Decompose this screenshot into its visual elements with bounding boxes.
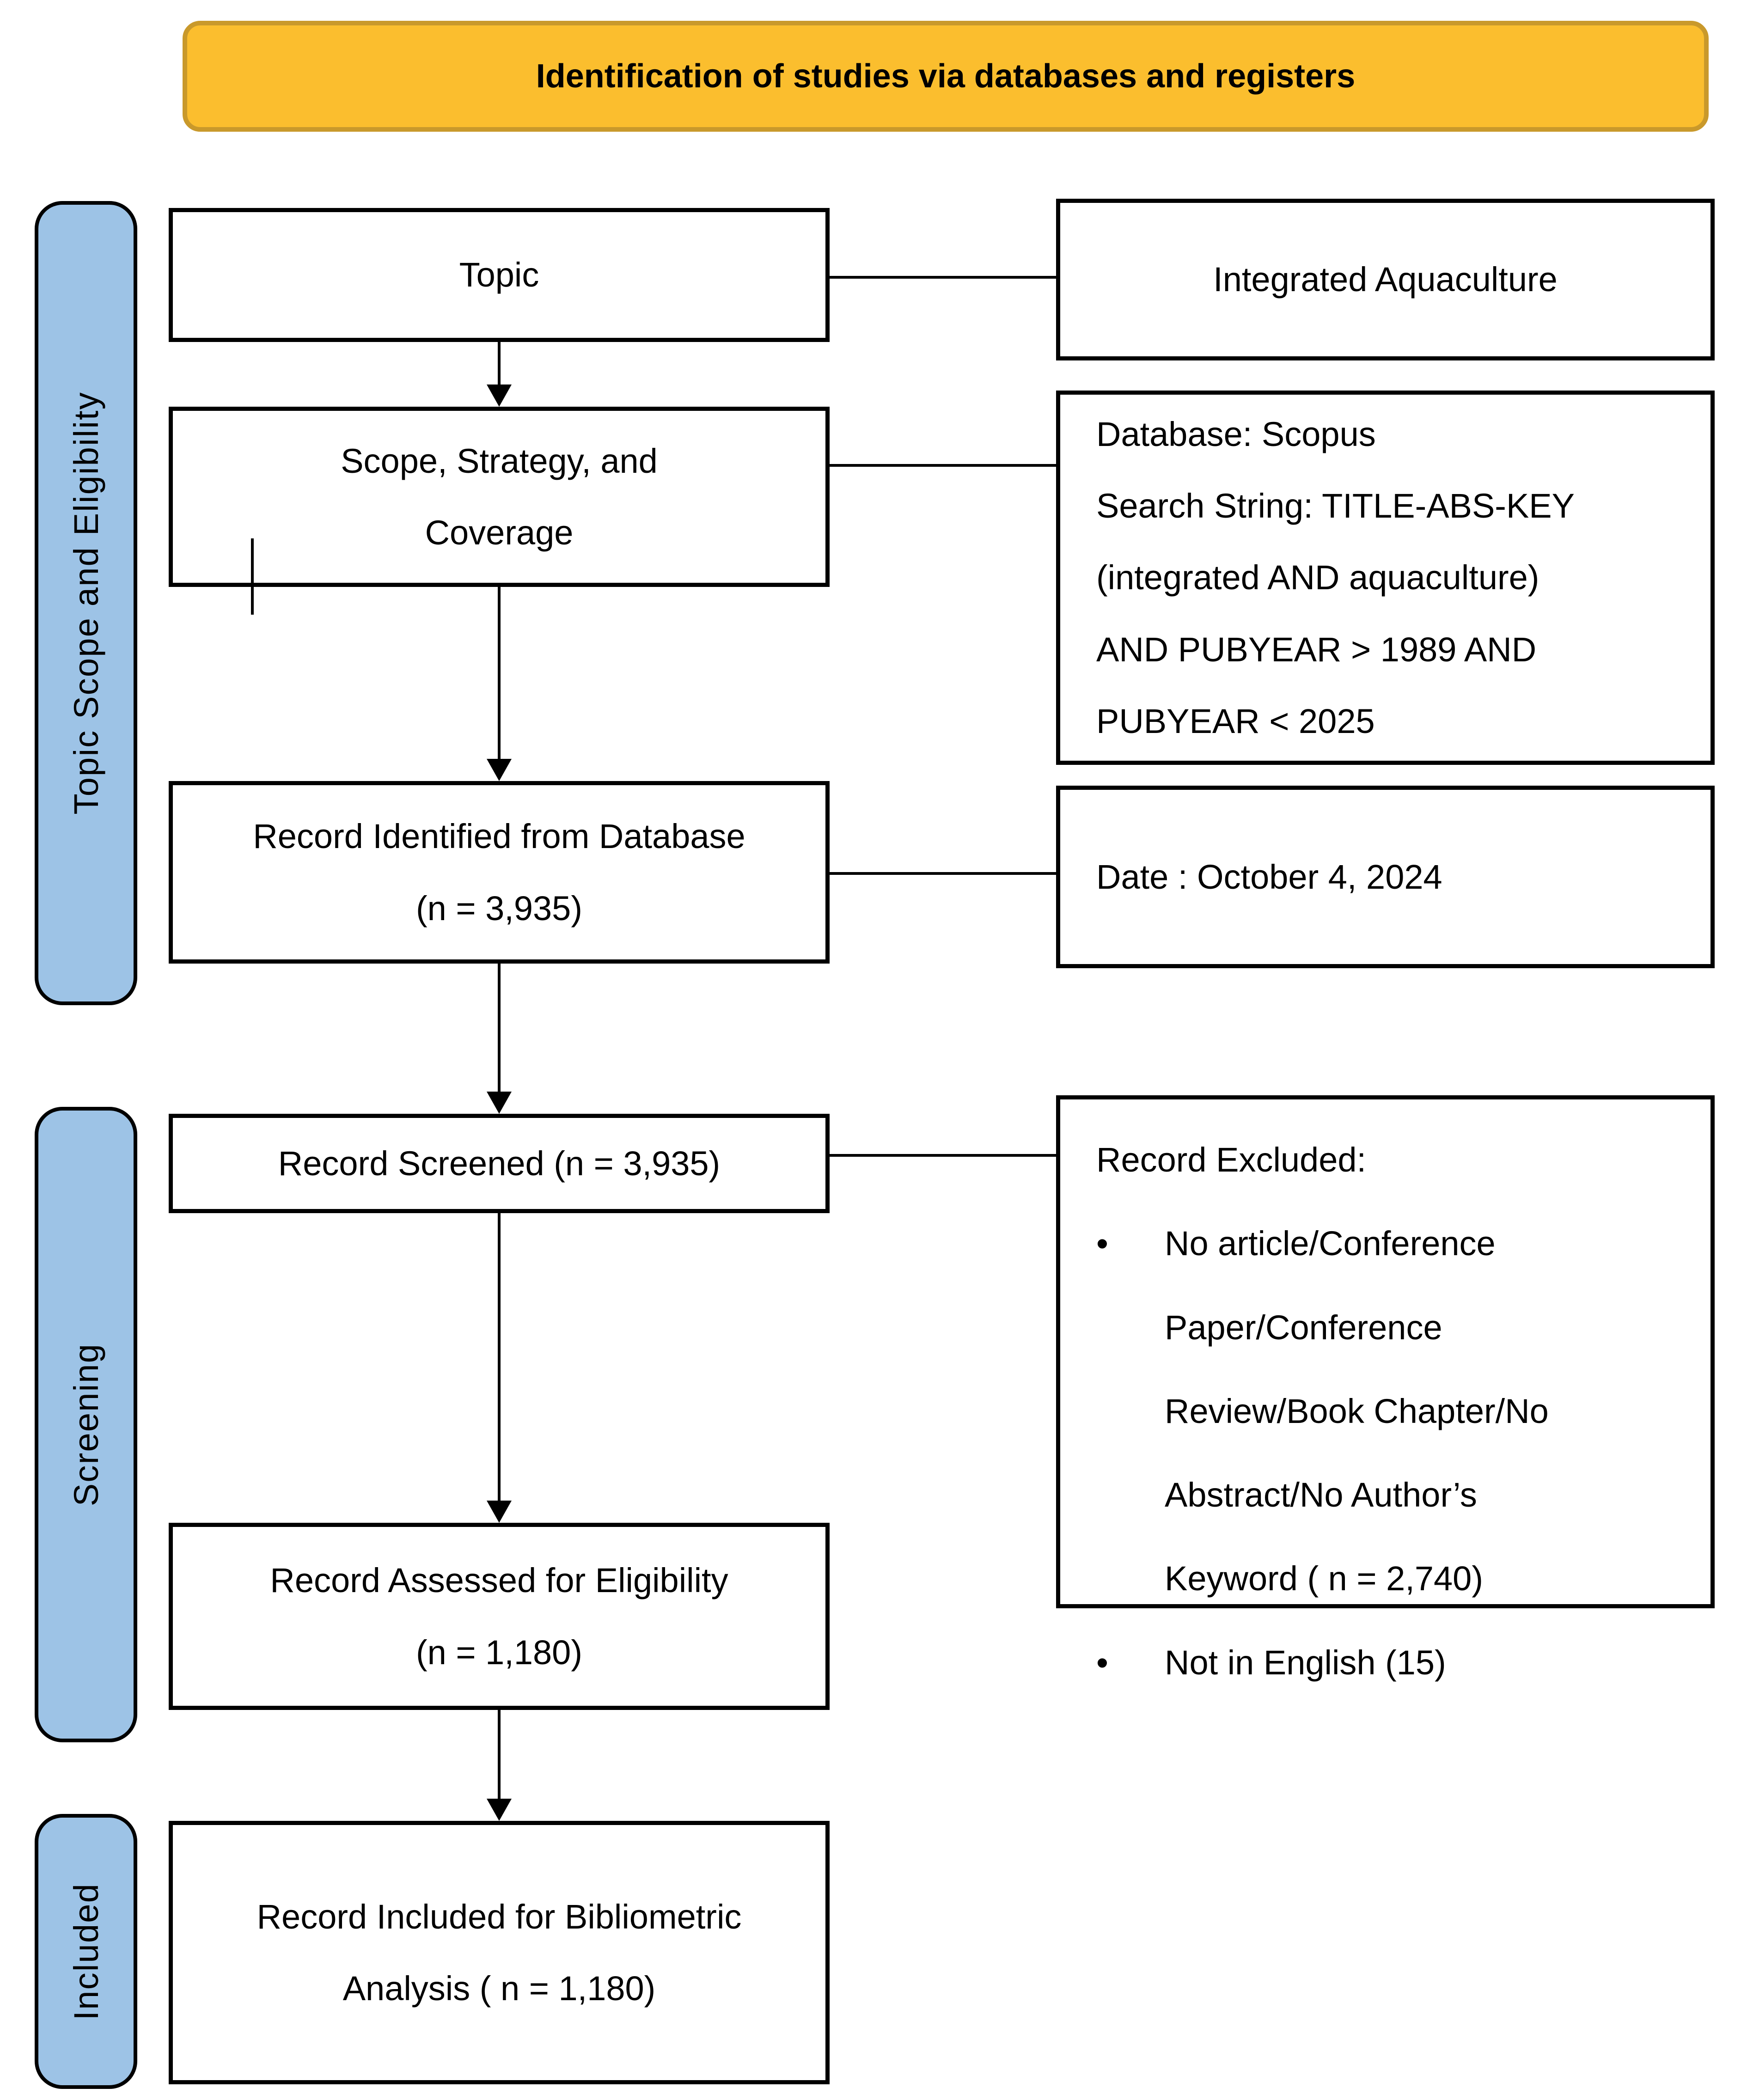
box-text: Analysis ( n = 1,180) — [342, 1969, 656, 2008]
stage-screening: Screening — [35, 1107, 137, 1742]
connector-scope-to-search — [830, 464, 1056, 467]
box-text: Integrated Aquaculture — [1213, 260, 1558, 299]
down-arrowhead-icon — [487, 1501, 512, 1523]
arrow-screened-to-assessed-line — [498, 1213, 501, 1501]
box-text: (n = 1,180) — [416, 1633, 582, 1672]
stage-included: Included — [35, 1814, 137, 2089]
excluded-bullet-item: • Not in English (15) — [1096, 1621, 1697, 1704]
bullet-text: Not in English (15) — [1165, 1643, 1446, 1682]
arrow-scope-to-identified-line — [498, 587, 501, 759]
header-title: Identification of studies via databases … — [536, 58, 1356, 95]
arrow-identified-to-screened-line — [498, 964, 501, 1092]
annotation-box-date-detail: Date : October 4, 2024 — [1056, 786, 1715, 968]
box-text: Record Screened (n = 3,935) — [278, 1144, 721, 1183]
box-text: Database: Scopus — [1096, 415, 1376, 453]
stage-label: Screening — [67, 1343, 105, 1507]
down-arrowhead-icon — [487, 1092, 512, 1114]
down-arrowhead-icon — [487, 1799, 512, 1821]
bullet-text: No article/Conference Paper/Conference R… — [1165, 1224, 1549, 1598]
flow-box-topic: Topic — [169, 208, 830, 342]
arrow-assessed-to-included-line — [498, 1710, 501, 1799]
box-text: Scope, Strategy, and — [341, 441, 658, 480]
box-text: AND PUBYEAR > 1989 AND — [1096, 630, 1537, 669]
stage-topic-scope-eligibility: Topic Scope and Eligibility — [35, 201, 137, 1005]
flow-box-record-assessed: Record Assessed for Eligibility (n = 1,1… — [169, 1523, 830, 1710]
bullet-icon: • — [1096, 1643, 1108, 1682]
box-text: Record Identified from Database — [253, 817, 745, 856]
excluded-bullet-item: • No article/Conference Paper/Conference… — [1096, 1202, 1697, 1620]
down-arrowhead-icon — [487, 385, 512, 407]
annotation-box-excluded-detail: Record Excluded: • No article/Conference… — [1056, 1095, 1715, 1682]
excluded-title: Record Excluded: — [1096, 1141, 1367, 1179]
connector-screened-to-excluded — [830, 1154, 1056, 1157]
box-text: Record Assessed for Eligibility — [270, 1561, 728, 1600]
down-arrowhead-icon — [487, 759, 512, 781]
box-text: Record Included for Bibliometric — [257, 1897, 742, 1936]
header-banner: Identification of studies via databases … — [183, 21, 1709, 132]
annotation-box-topic-detail: Integrated Aquaculture — [1056, 199, 1715, 360]
flow-box-scope-strategy-coverage: Scope, Strategy, and Coverage — [169, 407, 830, 587]
box-text: (integrated AND aquaculture) — [1096, 558, 1539, 597]
box-text: Topic — [459, 256, 539, 294]
stray-tick-line — [251, 538, 254, 615]
stage-label: Topic Scope and Eligibility — [67, 391, 105, 815]
box-text: (n = 3,935) — [416, 889, 582, 928]
flow-box-record-identified: Record Identified from Database (n = 3,9… — [169, 781, 830, 964]
annotation-box-search-detail: Database: Scopus Search String: TITLE-AB… — [1056, 391, 1715, 765]
box-text: Coverage — [425, 513, 574, 552]
box-text: PUBYEAR < 2025 — [1096, 702, 1375, 741]
stage-label: Included — [67, 1882, 105, 2021]
box-text: Date : October 4, 2024 — [1096, 857, 1442, 896]
arrow-topic-to-scope-line — [498, 342, 501, 385]
bullet-icon: • — [1096, 1224, 1108, 1263]
box-text: Search String: TITLE-ABS-KEY — [1096, 486, 1575, 525]
connector-topic-to-detail — [830, 276, 1056, 279]
connector-identified-to-date — [830, 872, 1056, 875]
flow-box-record-screened: Record Screened (n = 3,935) — [169, 1114, 830, 1213]
flow-box-record-included: Record Included for Bibliometric Analysi… — [169, 1821, 830, 2084]
